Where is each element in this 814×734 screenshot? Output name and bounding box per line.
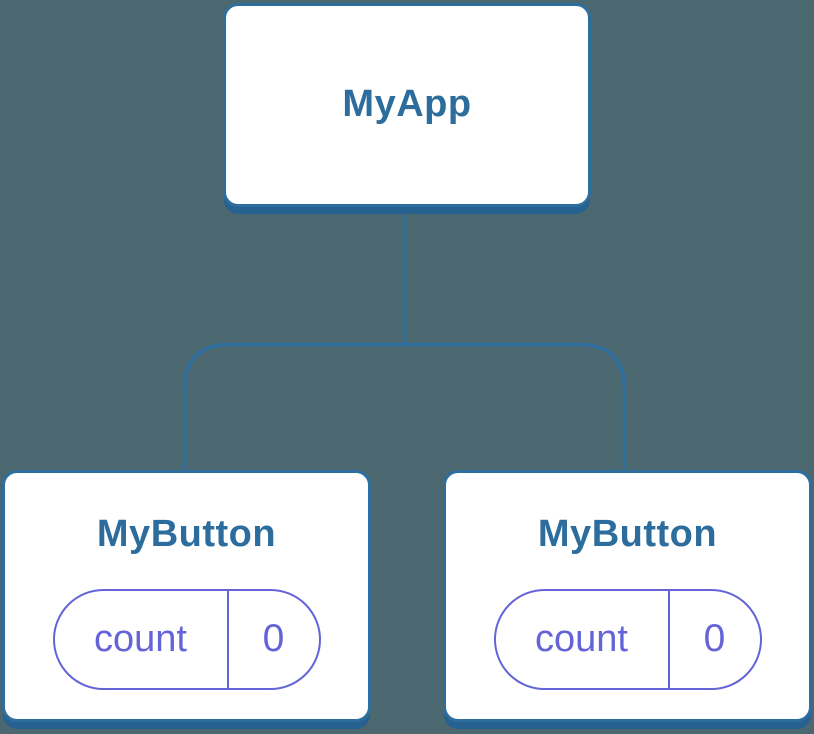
- child-node-label: MyButton: [537, 513, 718, 555]
- component-node-root: MyApp: [223, 3, 591, 207]
- state-value: 0: [703, 617, 726, 661]
- component-node-child-2: MyButton count 0: [443, 470, 812, 722]
- state-key-label: count: [55, 590, 229, 688]
- component-node-child-1: MyButton count 0: [2, 470, 371, 722]
- state-key-label: count: [496, 590, 670, 688]
- connector-bracket: [182, 342, 627, 472]
- child-node-label: MyButton: [96, 513, 277, 555]
- state-pill: count 0: [52, 588, 321, 690]
- state-value: 0: [262, 617, 285, 661]
- state-pill: count 0: [493, 588, 762, 690]
- root-node-label: MyApp: [342, 83, 472, 126]
